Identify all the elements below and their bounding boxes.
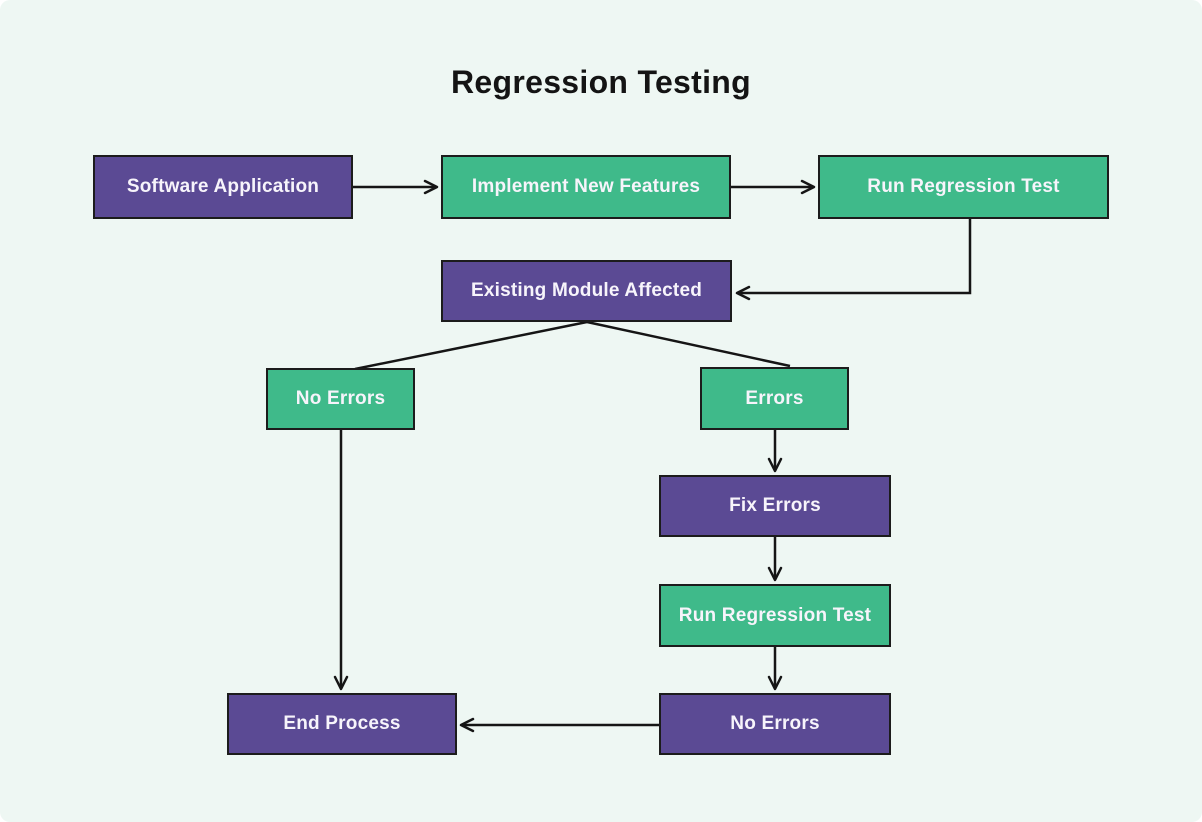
node-label: Run Regression Test xyxy=(867,176,1060,197)
node-label: Fix Errors xyxy=(729,495,821,516)
node-existing-module-affected: Existing Module Affected xyxy=(441,260,732,322)
node-no-errors-after-retest: No Errors xyxy=(659,693,891,755)
node-no-errors-branch: No Errors xyxy=(266,368,415,430)
node-errors-branch: Errors xyxy=(700,367,849,430)
node-software-application: Software Application xyxy=(93,155,353,219)
node-fix-errors: Fix Errors xyxy=(659,475,891,537)
edge-runtest1-to-existing-module xyxy=(735,219,972,301)
node-label: Run Regression Test xyxy=(678,604,872,626)
node-label: No Errors xyxy=(730,713,820,734)
node-label: Implement New Features xyxy=(471,176,701,197)
node-end-process: End Process xyxy=(227,693,457,755)
edge-existing-module-to-errors xyxy=(586,320,791,368)
node-label: Existing Module Affected xyxy=(470,280,703,301)
node-label: Software Application xyxy=(126,176,320,197)
node-label: End Process xyxy=(283,713,401,734)
diagram-title: Regression Testing xyxy=(451,64,751,100)
node-label: No Errors xyxy=(295,388,386,409)
node-run-regression-test-1: Run Regression Test xyxy=(818,155,1109,219)
node-run-regression-test-2: Run Regression Test xyxy=(659,584,891,647)
node-label: Errors xyxy=(745,387,804,409)
node-implement-new-features: Implement New Features xyxy=(441,155,731,219)
edge-existing-module-to-no-errors xyxy=(354,320,588,371)
